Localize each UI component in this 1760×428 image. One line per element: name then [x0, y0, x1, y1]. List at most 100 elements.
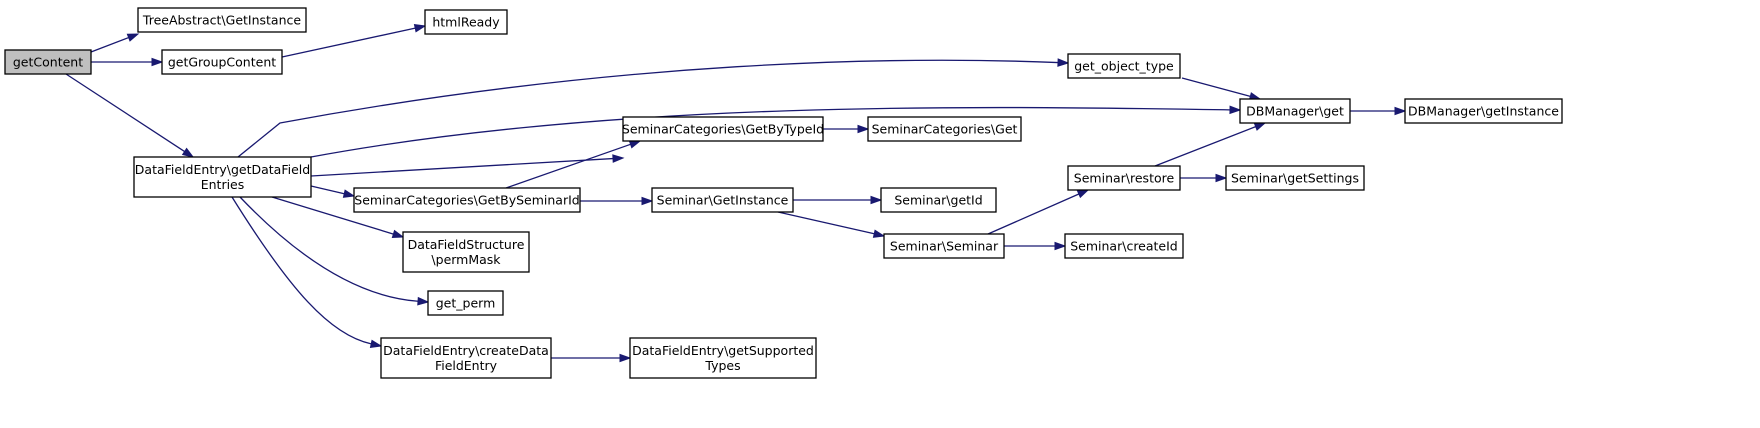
arrowhead: [1054, 241, 1067, 251]
arrowhead: [872, 229, 886, 238]
node-box[interactable]: [4, 49, 92, 75]
arrowhead: [417, 296, 430, 306]
node-box[interactable]: [880, 187, 997, 213]
arrowhead: [1394, 106, 1407, 116]
node-label: get_object_type: [1074, 59, 1174, 74]
node-box[interactable]: [867, 116, 1022, 142]
node-getContent[interactable]: getContent: [4, 49, 92, 75]
edge-line: [239, 196, 419, 302]
node-label: Types: [704, 358, 740, 373]
node-box[interactable]: [402, 231, 530, 273]
node-box[interactable]: [1225, 165, 1365, 191]
node-treeAbstractGetInstance[interactable]: TreeAbstract\GetInstance: [137, 7, 307, 33]
arrowhead: [369, 339, 383, 349]
node-label: htmlReady: [432, 15, 500, 30]
edge-dataFieldEntryGetEntries-to-dbManagerGet: [310, 105, 1242, 158]
edge-dataFieldEntryGetEntries-to-seminarCategoriesGetBySeminarId: [310, 185, 356, 198]
edge-line: [505, 143, 631, 189]
node-box[interactable]: [353, 187, 581, 213]
node-seminarCreateId[interactable]: Seminar\createId: [1064, 233, 1184, 259]
node-label: Seminar\getSettings: [1231, 171, 1359, 186]
edge-dataFieldEntryGetEntries-to-getPerm: [239, 196, 430, 306]
arrowhead: [612, 154, 625, 163]
edge-getContent-to-dataFieldEntryGetEntries: [65, 73, 195, 158]
node-box[interactable]: [137, 7, 307, 33]
node-label: DataFieldEntry\createData: [383, 343, 549, 358]
node-box[interactable]: [1067, 165, 1181, 191]
node-seminarSeminar[interactable]: Seminar\Seminar: [883, 233, 1005, 259]
edge-seminarGetInstance-to-seminarSeminar: [777, 211, 886, 238]
node-box[interactable]: [133, 156, 312, 198]
node-label: SeminarCategories\GetByTypeId: [622, 122, 824, 137]
edge-line: [310, 157, 614, 177]
edge-dataFieldEntryGetEntries-to-dataFieldEntryCreate: [231, 196, 383, 349]
arrowhead: [628, 140, 642, 149]
arrowhead: [126, 33, 140, 42]
node-label: TreeAbstract\GetInstance: [142, 13, 301, 28]
arrowhead: [1253, 122, 1267, 131]
node-dataFieldStructurePermMask[interactable]: DataFieldStructure\permMask: [402, 231, 530, 273]
node-seminarCategoriesGet[interactable]: SeminarCategories\Get: [867, 116, 1022, 142]
edge-getContent-to-getGroupContent: [91, 57, 164, 67]
node-label: SeminarCategories\GetBySeminarId: [354, 193, 579, 208]
edge-line: [231, 196, 372, 345]
node-getPerm[interactable]: get_perm: [427, 290, 504, 316]
node-getGroupContent[interactable]: getGroupContent: [161, 49, 283, 75]
edge-line: [90, 36, 129, 53]
node-seminarCategoriesGetByTypeId[interactable]: SeminarCategories\GetByTypeId: [622, 116, 824, 142]
edge-dataFieldEntryGetEntries-to-dataFieldStructurePermMask: [271, 196, 405, 239]
edge-line: [310, 185, 345, 195]
node-box[interactable]: [629, 337, 817, 379]
edge-line: [237, 59, 1059, 158]
edge-line: [310, 106, 1231, 158]
node-seminarGetId[interactable]: Seminar\getId: [880, 187, 997, 213]
node-label: get_perm: [436, 296, 496, 311]
node-box[interactable]: [424, 9, 508, 35]
node-label: SeminarCategories\Get: [872, 122, 1018, 137]
node-htmlReady[interactable]: htmlReady: [424, 9, 508, 35]
edge-line: [1181, 77, 1251, 98]
node-box[interactable]: [622, 116, 824, 142]
node-box[interactable]: [380, 337, 552, 379]
edge-dataFieldEntryCreate-to-dataFieldEntryGetSupportedTypes: [551, 353, 632, 363]
node-box[interactable]: [1064, 233, 1184, 259]
arrowhead: [857, 124, 870, 134]
node-box[interactable]: [883, 233, 1005, 259]
edges-layer: [65, 24, 1407, 363]
node-box[interactable]: [651, 187, 794, 213]
edge-line: [271, 196, 394, 235]
node-label: DataFieldEntry\getDataField: [135, 162, 310, 177]
arrowhead: [619, 353, 632, 363]
node-box[interactable]: [1239, 98, 1351, 124]
edge-seminarCategoriesGetBySeminarId-to-seminarGetInstance: [580, 196, 654, 206]
edge-dataFieldEntryGetEntries-to-getObjectType: [237, 58, 1070, 158]
edge-line: [281, 27, 416, 58]
node-label: Entries: [201, 177, 245, 192]
node-box[interactable]: [1404, 98, 1563, 124]
node-label: getContent: [13, 55, 83, 70]
node-label: Seminar\getId: [894, 193, 982, 208]
edge-seminarCategoriesGetByTypeId-to-seminarCategoriesGet: [823, 124, 870, 134]
edge-line: [777, 211, 875, 235]
arrowhead: [413, 24, 427, 33]
node-seminarCategoriesGetBySeminarId[interactable]: SeminarCategories\GetBySeminarId: [353, 187, 581, 213]
edge-line: [1154, 126, 1256, 167]
edge-getObjectType-to-dbManagerGet: [1181, 77, 1262, 101]
node-seminarGetInstance[interactable]: Seminar\GetInstance: [651, 187, 794, 213]
node-dbManagerGet[interactable]: DBManager\get: [1239, 98, 1351, 124]
node-box[interactable]: [1067, 53, 1181, 79]
node-label: Seminar\restore: [1074, 171, 1175, 186]
node-label: Seminar\Seminar: [890, 239, 999, 254]
arrowhead: [181, 147, 195, 158]
node-box[interactable]: [427, 290, 504, 316]
node-getObjectType[interactable]: get_object_type: [1067, 53, 1181, 79]
node-seminarRestore[interactable]: Seminar\restore: [1067, 165, 1181, 191]
node-seminarGetSettings[interactable]: Seminar\getSettings: [1225, 165, 1365, 191]
edge-seminarRestore-to-dbManagerGet: [1154, 122, 1267, 167]
arrowhead: [1076, 189, 1090, 199]
node-dbManagerGetInstance[interactable]: DBManager\getInstance: [1404, 98, 1563, 124]
node-box[interactable]: [161, 49, 283, 75]
